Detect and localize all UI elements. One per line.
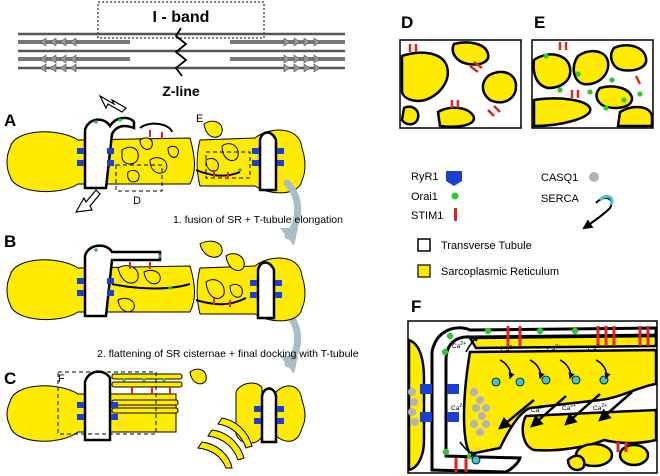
legend-casq1: CASQ1 bbox=[541, 172, 599, 184]
legend-stim1-label: STIM1 bbox=[411, 210, 443, 222]
panel-e-label: E bbox=[534, 13, 545, 32]
myosin-heads bbox=[39, 37, 321, 73]
ca-label-1: Ca2+ bbox=[452, 341, 466, 350]
legend-orai1: Orai1 bbox=[411, 191, 459, 203]
ca-label-8: Ca2+ bbox=[593, 403, 607, 412]
legend-serca-label: SERCA bbox=[541, 193, 580, 205]
sr-blob-2 bbox=[618, 443, 650, 467]
panel-f-stim1 bbox=[454, 326, 650, 472]
orai1-icon bbox=[451, 192, 459, 200]
i-band-label: I - band bbox=[153, 9, 210, 26]
t-tubule-branch-b bbox=[111, 283, 247, 306]
panel-f-ca-fill-arrows bbox=[498, 391, 633, 430]
inset-e-marker: E bbox=[196, 113, 203, 125]
z-line-label: Z-line bbox=[162, 83, 200, 99]
t-tubule-c-right bbox=[260, 387, 278, 444]
legend-ryr1-label: RyR1 bbox=[411, 171, 439, 183]
outline-arrows-a bbox=[74, 94, 127, 213]
t-tubule-a-right bbox=[258, 131, 278, 192]
inset-d-sr bbox=[400, 41, 518, 128]
inset-e-stim1 bbox=[558, 42, 642, 98]
stim1-markers-b bbox=[129, 262, 231, 307]
panel-a: A D E bbox=[4, 94, 306, 213]
serca-arrow-icon bbox=[582, 197, 613, 230]
inset-d-stim1 bbox=[408, 44, 501, 117]
orai1-markers-b bbox=[94, 248, 172, 290]
legend-casq1-label: CASQ1 bbox=[541, 172, 578, 184]
legend-tt: Transverse Tubule bbox=[417, 238, 532, 252]
flat-cisternae-c bbox=[111, 368, 253, 469]
inset-d: D bbox=[399, 13, 522, 129]
legend: RyR1 Orai1 STIM1 CASQ1 SERCA Transverse … bbox=[411, 171, 614, 278]
ca-label-3: Ca2+ bbox=[547, 344, 561, 353]
panel-c: C F bbox=[4, 368, 306, 469]
sarcomere-schematic: I - band Z-line bbox=[18, 1, 345, 99]
inset-e: E bbox=[531, 13, 654, 129]
legend-sr-label: Sarcoplasmic Reticulum bbox=[441, 266, 559, 278]
inset-e-orai1 bbox=[543, 53, 643, 111]
casq1-icon bbox=[589, 172, 599, 182]
inset-e-sr bbox=[532, 44, 654, 128]
panel-f-ca-labels: Ca2+ Ca2+ Ca2+ Ca2+ Ca2+ Ca2+ Ca2+ Ca2+ bbox=[451, 341, 607, 414]
ca-label-5: Ca2+ bbox=[451, 403, 465, 412]
legend-sr: Sarcoplasmic Reticulum bbox=[417, 264, 559, 278]
panel-b-label: B bbox=[4, 232, 16, 251]
t-tubule-b-right bbox=[256, 261, 276, 320]
sr-fragments-a bbox=[121, 120, 239, 183]
step-1-label: 1. fusion of SR + T-tubule elongation bbox=[173, 214, 343, 226]
ca-label-2: Ca2+ bbox=[501, 345, 515, 354]
t-tubule-b-left bbox=[83, 244, 162, 318]
t-tubule-c-left bbox=[83, 370, 112, 442]
legend-serca: SERCA bbox=[541, 193, 614, 230]
legend-ryr1: RyR1 bbox=[411, 171, 462, 186]
panel-f-ryr1 bbox=[420, 384, 459, 422]
orai1-markers-c bbox=[122, 378, 166, 382]
panel-c-label: C bbox=[4, 369, 16, 388]
panel-a-label: A bbox=[4, 111, 16, 130]
stim1-markers-a bbox=[149, 130, 229, 179]
inset-f-marker: F bbox=[58, 373, 65, 385]
hollow-arrow-bottom bbox=[74, 189, 101, 213]
z-line bbox=[174, 27, 188, 77]
panel-d-label: D bbox=[401, 13, 413, 32]
panel-b: B bbox=[4, 232, 306, 322]
ryr1-markers-a bbox=[77, 148, 284, 166]
stim1-icon bbox=[454, 208, 457, 221]
ryr1-icon bbox=[446, 171, 462, 186]
inset-box-d bbox=[115, 164, 163, 192]
sr-fragments-b bbox=[117, 240, 245, 313]
panel-f-serca bbox=[471, 375, 609, 465]
ryr1-markers-c bbox=[77, 402, 284, 424]
sr-blob-3 bbox=[566, 454, 586, 472]
tt-swatch-icon bbox=[417, 238, 431, 252]
sr-swatch-icon bbox=[417, 264, 431, 278]
ca-label-6: Ca2+ bbox=[531, 405, 545, 414]
sr-terminal-right-end-c bbox=[275, 385, 306, 442]
panel-f-t-tubule bbox=[430, 326, 658, 474]
legend-stim1: STIM1 bbox=[411, 208, 457, 222]
panel-f-label: F bbox=[411, 297, 421, 316]
panel-f-orai1 bbox=[441, 327, 579, 460]
inset-d-marker: D bbox=[133, 195, 141, 207]
panel-f-ca-arrows bbox=[459, 335, 611, 458]
step-2-label: 2. flattening of SR cisternae + final do… bbox=[97, 348, 359, 360]
ca-label-4: Ca2+ bbox=[588, 344, 602, 353]
i-band-box bbox=[97, 1, 265, 39]
ca-label-7: Ca2+ bbox=[562, 403, 576, 412]
ryr1-markers-b bbox=[77, 278, 282, 298]
hollow-arrow-top bbox=[98, 94, 127, 113]
stim1-markers-c bbox=[131, 387, 171, 394]
inset-box-f bbox=[57, 371, 157, 435]
panel-f-casq1 bbox=[408, 388, 490, 436]
orai1-markers-a bbox=[94, 118, 242, 172]
serca-icon bbox=[598, 194, 614, 206]
legend-orai1-label: Orai1 bbox=[411, 191, 438, 203]
t-tubule-branch-a bbox=[139, 122, 241, 177]
panel-f: F bbox=[407, 297, 658, 474]
step-arrowheads bbox=[280, 228, 298, 374]
legend-tt-label: Transverse Tubule bbox=[441, 240, 532, 252]
